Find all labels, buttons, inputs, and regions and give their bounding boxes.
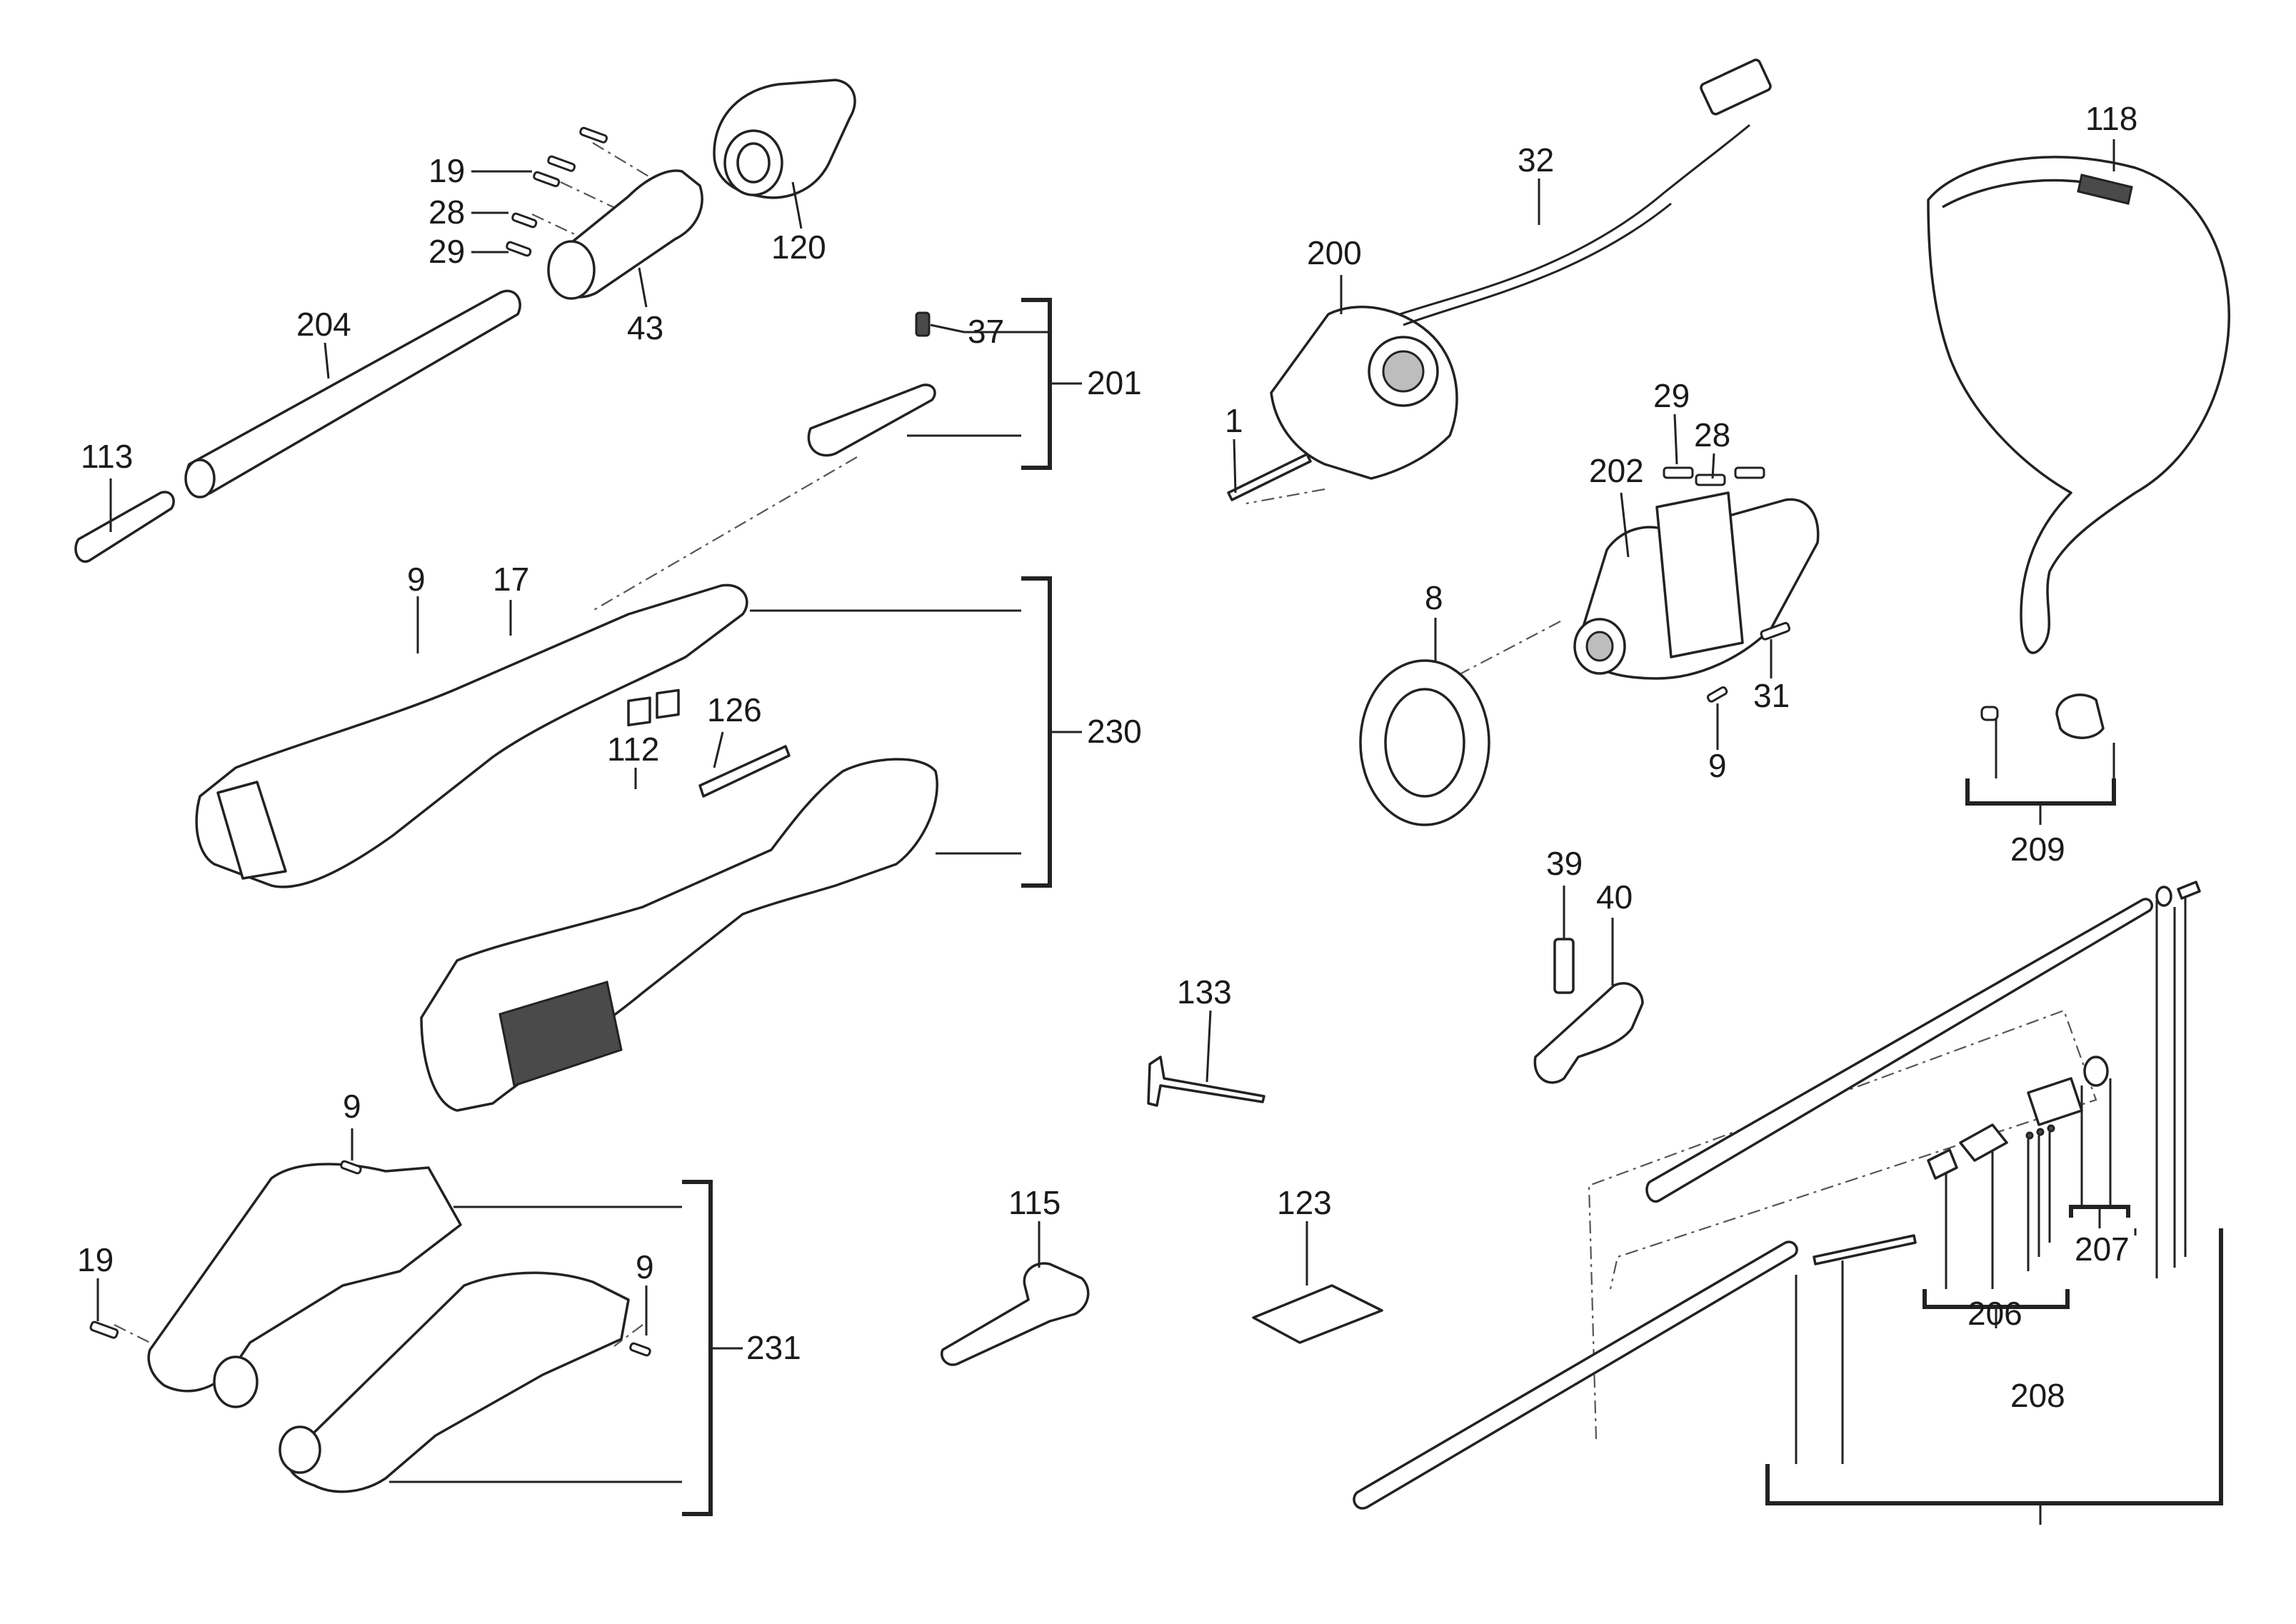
label-19-base: 19: [77, 1241, 114, 1278]
label-112: 112: [607, 731, 659, 768]
label-206: 206: [1967, 1295, 2022, 1332]
housing-left-shape: [195, 583, 748, 888]
label-207: 207: [2075, 1230, 2130, 1268]
label-9-housing: 9: [407, 561, 426, 598]
tube-204-shape: [186, 289, 521, 496]
label-17: 17: [493, 561, 529, 598]
label-120: 120: [771, 229, 826, 266]
guard-118-shape: [1927, 156, 2230, 654]
label-8: 8: [1425, 579, 1443, 616]
base-group: [89, 1160, 651, 1493]
bracket-231: [682, 1180, 713, 1516]
brackets: [682, 298, 2223, 1516]
handle-adapter-group: [74, 79, 856, 563]
label-208: 208: [2010, 1377, 2065, 1414]
insert-113-shape: [74, 491, 175, 563]
label-29-motor: 29: [1653, 377, 1690, 414]
upper-shaft-shape: [1645, 898, 2153, 1203]
label-31: 31: [1753, 677, 1790, 714]
guard-group: [1927, 156, 2230, 739]
label-40: 40: [1596, 878, 1633, 916]
label-leaders: [96, 139, 2115, 1335]
label-118: 118: [2085, 100, 2137, 137]
trigger-group: [1533, 938, 1644, 1084]
bracket-leaders: [389, 331, 2187, 1525]
label-201: 201: [1087, 364, 1142, 401]
label-29-top: 29: [428, 233, 465, 270]
label-133: 133: [1177, 973, 1232, 1011]
trigger-40-shape: [1533, 982, 1644, 1084]
label-19-top: 19: [428, 152, 465, 189]
label-9-motor: 9: [1708, 747, 1727, 784]
label-113: 113: [81, 438, 133, 475]
label-126: 126: [707, 691, 762, 728]
lower-shaft-shape: [1353, 1240, 1798, 1510]
part-labels: 19 28 29 43 120 204 113 37 201 9 17 126 …: [77, 100, 2137, 1414]
shaft-group: [1353, 881, 2201, 1510]
label-209: 209: [2010, 831, 2065, 868]
label-37: 37: [968, 313, 1004, 350]
socket-tool-115-shape: [941, 1262, 1090, 1366]
bracket-201: [1021, 298, 1052, 470]
label-123: 123: [1277, 1184, 1332, 1221]
label-28-motor: 28: [1694, 416, 1730, 453]
housing-right-shape: [420, 758, 938, 1112]
hex-key-133-shape: [1147, 1056, 1265, 1107]
label-230: 230: [1087, 713, 1142, 750]
label-32: 32: [1518, 141, 1554, 179]
bracket-209: [1965, 778, 2116, 806]
label-115: 115: [1008, 1184, 1061, 1221]
bracket-208: [1765, 1228, 2223, 1505]
label-200: 200: [1307, 234, 1362, 271]
base-right-shape: [287, 1271, 630, 1493]
trigger-lever-group: [807, 311, 936, 457]
label-43: 43: [627, 309, 663, 346]
label-1: 1: [1225, 402, 1243, 439]
label-231: 231: [746, 1329, 801, 1366]
bracket-230: [1021, 576, 1052, 888]
label-39: 39: [1546, 845, 1583, 882]
housing-group: [195, 583, 938, 1112]
label-202: 202: [1589, 452, 1644, 489]
label-28-top: 28: [428, 194, 465, 231]
manual-123-shape: [1252, 1284, 1383, 1344]
label-204: 204: [296, 306, 351, 343]
motor-group: [1227, 59, 1820, 826]
label-9-base: 9: [343, 1088, 361, 1125]
label-9-base-right: 9: [636, 1248, 654, 1285]
